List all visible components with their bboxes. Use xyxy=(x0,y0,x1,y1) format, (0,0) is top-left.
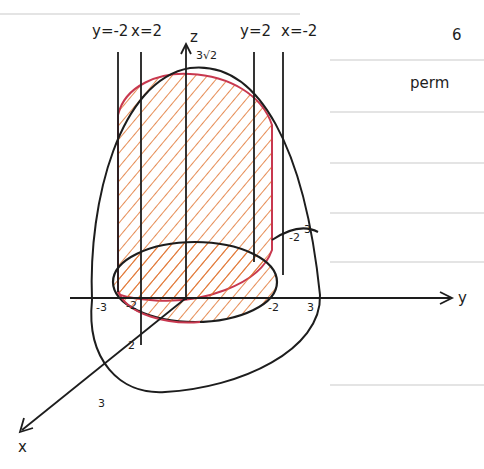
tick-label: 2 xyxy=(128,340,135,351)
problem-number: 6 xyxy=(452,28,462,43)
plane-label: x=-2 xyxy=(281,24,317,39)
tick-label: -2 xyxy=(289,232,300,243)
tick-label: -2 xyxy=(126,300,137,311)
tick-label: 3 xyxy=(307,302,314,313)
plane-label: y=-2 xyxy=(92,24,128,39)
height-label: 3√2 xyxy=(196,50,217,61)
tick-label: -2 xyxy=(268,302,279,313)
tick-label: -3 xyxy=(96,302,107,313)
axis-label: z xyxy=(190,30,198,45)
tick-label: 3 xyxy=(98,398,105,409)
plane-label: x=2 xyxy=(131,24,162,39)
note-text: perm xyxy=(410,76,449,91)
tick-label: 3 xyxy=(304,224,311,235)
axis-label: x xyxy=(18,440,27,455)
axis-label: y xyxy=(458,291,467,306)
plane-label: y=2 xyxy=(240,24,271,39)
